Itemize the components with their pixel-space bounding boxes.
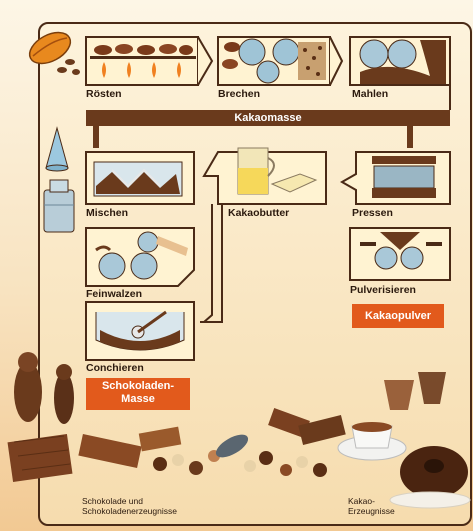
step-label-pulverizing: Pulverisieren xyxy=(350,284,416,296)
conching-illustration xyxy=(85,301,195,361)
cocoa-mass-band: Kakaomasse xyxy=(86,110,450,126)
cocoa-products-image xyxy=(337,372,471,509)
step-label-conching: Conchieren xyxy=(86,362,144,374)
caption-cocoa-line1: Kakao- xyxy=(348,496,375,506)
caption-cocoa-products: Kakao- Erzeugnisse xyxy=(348,496,395,516)
sugar-cone-icon xyxy=(45,126,69,172)
roasting-illustration xyxy=(85,36,214,86)
chocolate-mass-line1: Schokoladen- xyxy=(101,380,175,392)
milk-can-icon xyxy=(43,179,75,233)
step-label-pressing: Pressen xyxy=(352,207,393,219)
pulverizing-illustration xyxy=(349,227,451,281)
step-label-mixing: Mischen xyxy=(86,207,129,219)
chocolate-mass-label: Schokoladen- Masse xyxy=(86,378,190,410)
cocoa-powder-label: Kakaopulver xyxy=(352,304,444,328)
chocolate-products-image xyxy=(7,352,346,482)
grinding-illustration xyxy=(349,36,451,86)
chocolate-mass-line2: Masse xyxy=(121,393,155,405)
step-label-cocoa-butter: Kakaobutter xyxy=(228,207,290,219)
step-label-roasting: Rösten xyxy=(86,88,122,100)
step-label-breaking: Brechen xyxy=(218,88,261,100)
caption-chocolate-line2: Schokoladenerzeugnisse xyxy=(82,506,177,516)
pressing-illustration xyxy=(339,151,451,205)
breaking-illustration xyxy=(217,36,344,86)
fine-rolling-illustration xyxy=(85,227,195,287)
caption-chocolate-products: Schokolade und Schokoladenerzeugnisse xyxy=(82,496,177,516)
mixing-illustration xyxy=(85,151,195,205)
cocoa-butter-illustration xyxy=(202,147,327,205)
step-label-grinding: Mahlen xyxy=(352,88,389,100)
caption-chocolate-line1: Schokolade und xyxy=(82,496,143,506)
caption-cocoa-line2: Erzeugnisse xyxy=(348,506,395,516)
step-label-fine-rolling: Feinwalzen xyxy=(86,288,143,300)
cocoa-pod-icon xyxy=(28,31,80,75)
